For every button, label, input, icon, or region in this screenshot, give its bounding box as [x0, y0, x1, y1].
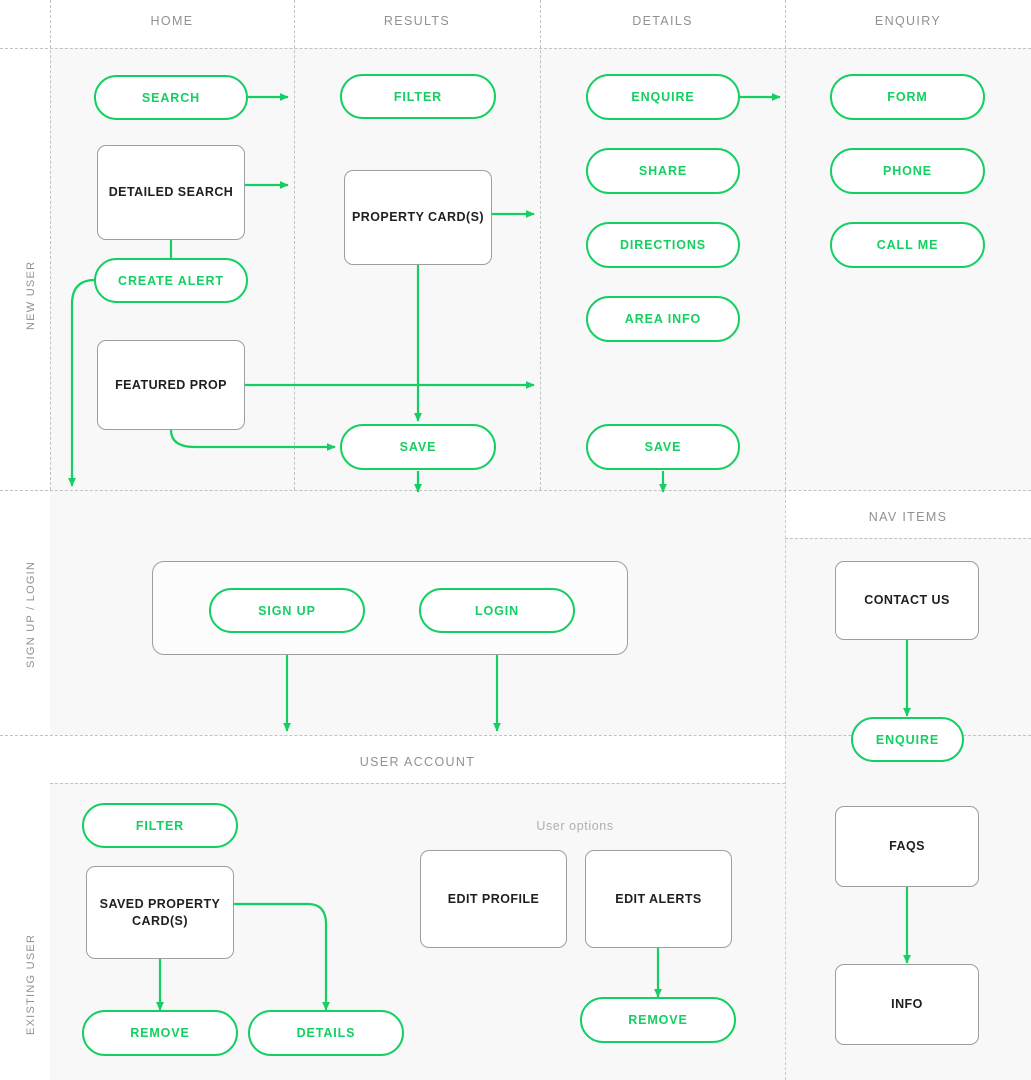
node-sign-up[interactable]: SIGN UP [209, 588, 365, 633]
column-header-results: RESULTS [383, 14, 451, 28]
saved-property-cards-line-2: CARD(S) [132, 913, 188, 928]
node-detailed-search[interactable]: DETAILED SEARCH [97, 145, 245, 240]
grid-hline-row-1 [0, 490, 1031, 491]
band-nav-header [785, 490, 1031, 538]
node-directions[interactable]: DIRECTIONS [586, 222, 740, 268]
node-create-alert[interactable]: CREATE ALERT [94, 258, 248, 303]
node-phone[interactable]: PHONE [830, 148, 985, 194]
node-saved-property-cards[interactable]: SAVED PROPERTY CARD(S) [86, 866, 234, 959]
node-remove-alert[interactable]: REMOVE [580, 997, 736, 1043]
node-details-saved[interactable]: DETAILS [248, 1010, 404, 1056]
node-property-cards[interactable]: PROPERTY CARD(S) [344, 170, 492, 265]
node-form[interactable]: FORM [830, 74, 985, 120]
grid-vline-home [294, 0, 295, 490]
grid-hline-col-head [0, 48, 1031, 49]
node-edit-alerts[interactable]: EDIT ALERTS [585, 850, 732, 948]
section-header-user-account: USER ACCOUNT [359, 755, 476, 769]
node-filter-account[interactable]: FILTER [82, 803, 238, 848]
sub-label-user-options: User options [536, 819, 614, 833]
node-enquire-details[interactable]: ENQUIRE [586, 74, 740, 120]
node-filter-results[interactable]: FILTER [340, 74, 496, 119]
node-search[interactable]: SEARCH [94, 75, 248, 120]
grid-vline-details [785, 0, 786, 490]
grid-hline-row-2 [0, 735, 1031, 736]
grid-vline-nav [785, 490, 786, 1080]
node-share[interactable]: SHARE [586, 148, 740, 194]
node-area-info[interactable]: AREA INFO [586, 296, 740, 342]
node-contact-us[interactable]: CONTACT US [835, 561, 979, 640]
column-header-enquiry: ENQUIRY [874, 14, 942, 28]
node-remove-saved[interactable]: REMOVE [82, 1010, 238, 1056]
node-info[interactable]: INFO [835, 964, 979, 1045]
grid-hline-account-head [50, 783, 785, 784]
row-label-new-user: NEW USER [25, 260, 37, 330]
node-save-details[interactable]: SAVE [586, 424, 740, 470]
node-save-results[interactable]: SAVE [340, 424, 496, 470]
grid-vline-left [50, 0, 51, 490]
node-enquire-nav[interactable]: ENQUIRE [851, 717, 964, 762]
row-label-existing-user: EXISTING USER [25, 933, 37, 1035]
node-login[interactable]: LOGIN [419, 588, 575, 633]
section-header-nav-items: NAV ITEMS [868, 510, 948, 524]
node-faqs[interactable]: FAQS [835, 806, 979, 887]
saved-property-cards-line-1: SAVED PROPERTY [99, 896, 221, 911]
node-call-me[interactable]: CALL ME [830, 222, 985, 268]
grid-hline-nav-head [785, 538, 1031, 539]
grid-vline-results [540, 0, 541, 490]
column-header-details: DETAILS [632, 14, 693, 28]
node-edit-profile[interactable]: EDIT PROFILE [420, 850, 567, 948]
row-label-sign-up-login: SIGN UP / LOGIN [25, 560, 37, 668]
column-header-home: HOME [150, 14, 194, 28]
node-featured-prop[interactable]: FEATURED PROP [97, 340, 245, 430]
